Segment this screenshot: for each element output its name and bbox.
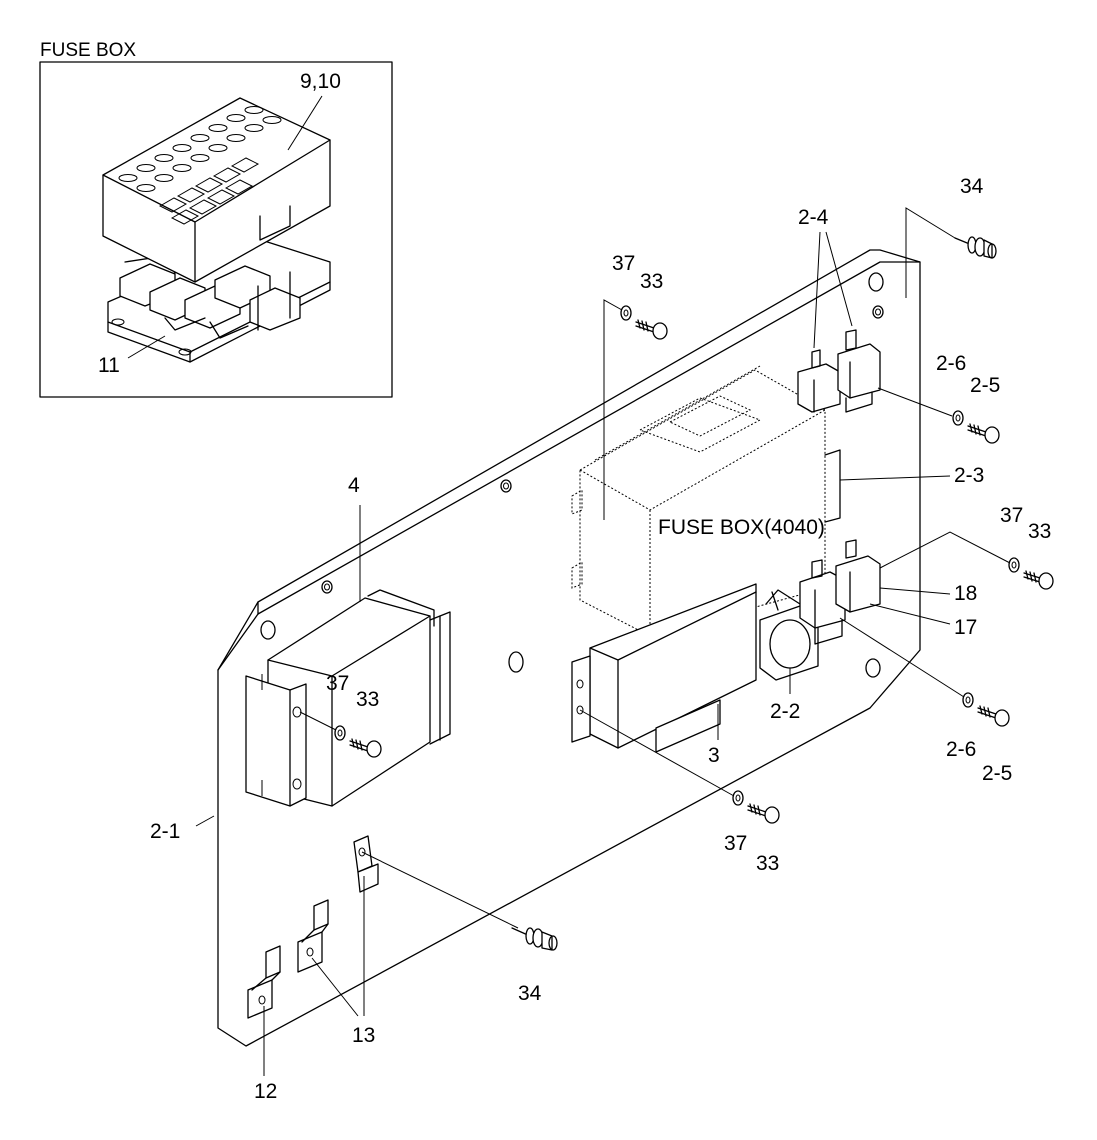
washer-2-6-top [952,410,964,426]
screw-2-5-top [967,423,1000,444]
callout-2-2: 2-2 [770,700,800,723]
inset-frame [39,61,393,398]
washer-37-top [620,305,632,321]
callout-2-6-top: 2-6 [936,352,966,375]
callout-33-bottom: 33 [756,852,779,875]
leader-lines [195,207,1011,1076]
bolt-34-bottom [511,927,558,951]
callout-37-mid: 37 [326,672,349,695]
screw-33-bottom [747,803,780,824]
washer-2-6-bottom [962,692,974,708]
screw-33-mid [349,738,382,758]
bolt-34-top [954,236,997,259]
washer-37-right [1008,557,1020,573]
callout-37-bottom: 37 [724,832,747,855]
callout-2-1: 2-1 [150,820,180,843]
screw-33-right [1023,570,1054,590]
relays-2-4 [797,329,881,413]
callout-12: 12 [254,1080,277,1103]
fuse-box-inset: FUSE BOX [39,40,393,398]
callout-2-5-bottom: 2-5 [982,762,1012,785]
screw-33-top [635,319,668,340]
brackets-12-13 [247,835,379,1019]
callout-34-bottom: 34 [518,982,542,1005]
callout-2-6-bottom: 2-6 [946,738,976,761]
washer-37-mid [334,725,346,741]
fuse-box-base [107,237,331,363]
callout-11: 11 [98,354,120,377]
panel-label: FUSE BOX(4040) [658,516,825,539]
callout-13: 13 [352,1024,375,1047]
callout-17: 17 [954,616,977,639]
callouts: 34 2-4 37 33 2-6 2-5 2-3 37 33 18 17 4 3… [150,175,1051,1103]
fuse-box-cover [102,97,331,283]
callout-34-top: 34 [960,175,984,198]
callout-37-right: 37 [1000,504,1023,527]
fasteners [334,236,1054,951]
part-4-controller [245,589,451,807]
callout-18: 18 [954,582,977,605]
washer-37-bottom [732,790,744,806]
screw-2-5-bottom [977,705,1010,727]
mounting-plate [217,249,921,1047]
callout-2-3: 2-3 [954,464,984,487]
plate-holes [260,272,884,678]
callout-9-10: 9,10 [300,70,341,93]
callout-2-4: 2-4 [798,206,829,229]
callout-2-5-top: 2-5 [970,374,1000,397]
callout-33-top: 33 [640,270,663,293]
relays-17-18 [799,539,881,645]
callout-33-mid: 33 [356,688,379,711]
callout-33-right: 33 [1028,520,1051,543]
part-3-module [571,583,757,753]
callout-37-top: 37 [612,252,635,275]
callout-4: 4 [348,474,360,497]
inset-title: FUSE BOX [40,40,136,61]
callout-3: 3 [708,744,720,767]
